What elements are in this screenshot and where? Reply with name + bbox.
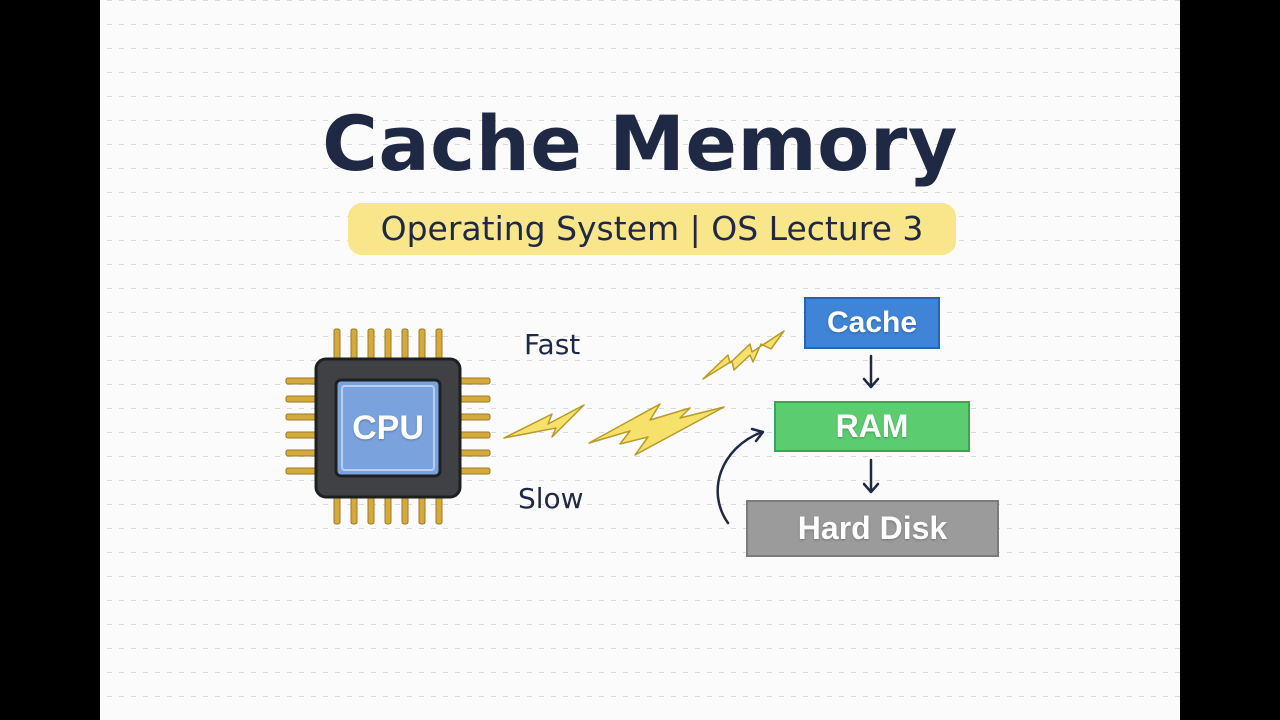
- fast-label: Fast: [524, 328, 581, 361]
- ram-box: RAM: [774, 401, 970, 452]
- slide: Cache Memory Operating System | OS Lectu…: [100, 0, 1180, 720]
- diagram-graphics: [285, 328, 880, 525]
- lightning-bolt-icon: [702, 330, 785, 380]
- hard-disk-box: Hard Disk: [746, 500, 999, 557]
- cache-box: Cache: [804, 297, 940, 349]
- curved-arrow-icon: [716, 427, 765, 525]
- arrow-down-icon: [862, 458, 880, 494]
- slow-label: Slow: [518, 482, 584, 515]
- cpu-label: CPU: [352, 409, 424, 447]
- lightning-bolt-icon: [503, 404, 585, 439]
- lightning-bolt-icon: [588, 403, 725, 456]
- slide-title: Cache Memory: [322, 99, 958, 188]
- arrow-down-icon: [862, 354, 880, 389]
- slide-subtitle: Operating System | OS Lecture 3: [348, 203, 956, 255]
- cpu-chip-icon: [285, 328, 491, 525]
